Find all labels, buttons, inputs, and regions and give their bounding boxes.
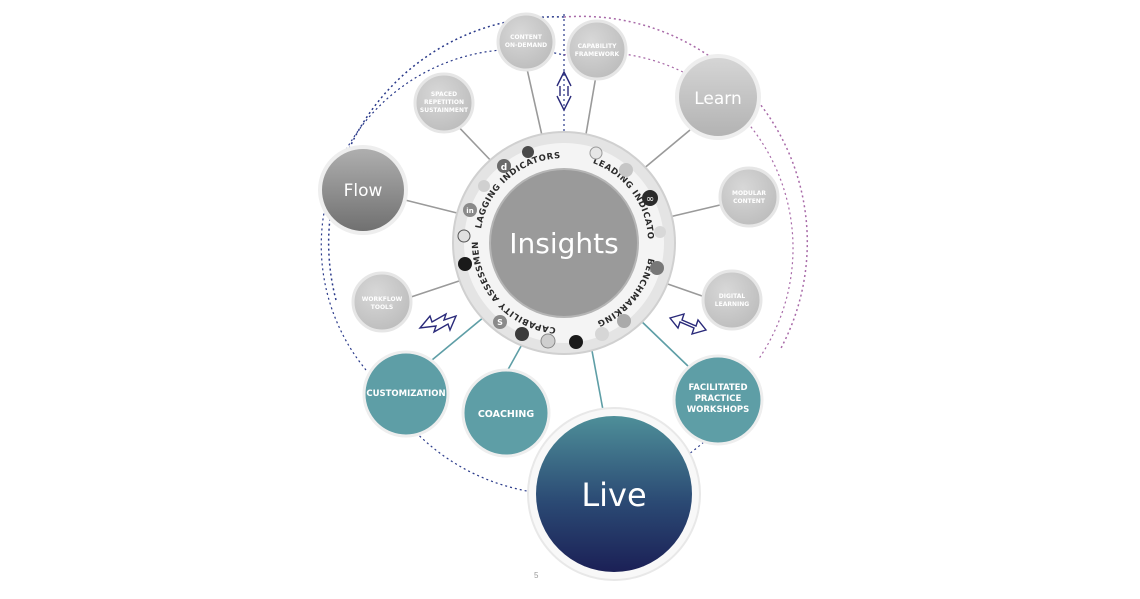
svg-text:S: S bbox=[497, 318, 503, 327]
ring-icons: d in S ∞ bbox=[457, 146, 666, 349]
svg-text:CONTENT: CONTENT bbox=[733, 198, 766, 205]
chat-icon bbox=[540, 333, 556, 349]
svg-text:WORKSHOPS: WORKSHOPS bbox=[687, 405, 750, 415]
insights-label: Insights bbox=[509, 227, 618, 260]
svg-text:MODULAR: MODULAR bbox=[732, 190, 766, 197]
svg-text:COACHING: COACHING bbox=[478, 409, 535, 420]
spaced-repetition-node: SPACED REPETITION SUSTAINMENT bbox=[413, 72, 475, 134]
infinity-icon bbox=[642, 190, 658, 206]
svg-text:DIGITAL: DIGITAL bbox=[719, 293, 746, 300]
inner-orbit-left bbox=[320, 48, 565, 371]
page-number: 5 bbox=[534, 571, 539, 580]
svg-text:in: in bbox=[466, 207, 473, 215]
insights-core bbox=[489, 168, 639, 318]
svg-text:TOOLS: TOOLS bbox=[371, 304, 393, 311]
svg-text:PRACTICE: PRACTICE bbox=[695, 394, 742, 404]
learn-node: Learn bbox=[675, 54, 761, 140]
content-on-demand-node: CONTENT ON-DEMAND bbox=[496, 12, 556, 72]
flow-node: Flow bbox=[318, 145, 408, 235]
live-node: Live bbox=[527, 407, 701, 581]
svg-text:WORKFLOW: WORKFLOW bbox=[362, 296, 403, 303]
gear-icon bbox=[457, 229, 471, 243]
coaching-node: COACHING bbox=[461, 368, 551, 458]
svg-text:SUSTAINMENT: SUSTAINMENT bbox=[420, 107, 469, 114]
svg-text:CUSTOMIZATION: CUSTOMIZATION bbox=[366, 389, 445, 399]
pie-icon bbox=[595, 327, 609, 341]
outer-orbit-right bbox=[563, 15, 809, 351]
swirl-icon bbox=[617, 314, 631, 328]
svg-text:FRAMEWORK: FRAMEWORK bbox=[575, 51, 620, 58]
page-icon bbox=[654, 226, 666, 238]
svg-text:REPETITION: REPETITION bbox=[424, 99, 464, 106]
app-icon bbox=[522, 146, 534, 158]
arrow-logo-icon bbox=[569, 335, 583, 349]
smiley-icon bbox=[619, 163, 633, 177]
logo-icon bbox=[478, 180, 490, 192]
double-arrows bbox=[418, 70, 708, 336]
svg-text:∞: ∞ bbox=[646, 194, 654, 205]
svg-text:Live: Live bbox=[581, 476, 646, 514]
linkedin-icon bbox=[463, 203, 477, 217]
modular-content-node: MODULAR CONTENT bbox=[718, 166, 780, 228]
inner-orbit-right bbox=[563, 51, 794, 361]
digital-learning-node: DIGITAL LEARNING bbox=[701, 269, 763, 331]
s-icon bbox=[493, 315, 507, 329]
customization-node: CUSTOMIZATION bbox=[362, 350, 450, 438]
d-icon bbox=[497, 159, 511, 173]
svg-text:Learn: Learn bbox=[694, 89, 742, 109]
outer-orbit-left bbox=[327, 16, 565, 301]
workflow-tools-node: WORKFLOW TOOLS bbox=[351, 271, 413, 333]
double-arrow-right-icon bbox=[668, 312, 708, 336]
facilitated-practice-workshops-node: FACILITATED PRACTICE WORKSHOPS bbox=[672, 354, 764, 446]
spiral-icon bbox=[650, 261, 664, 275]
svg-text:Flow: Flow bbox=[344, 181, 383, 201]
svg-text:SPACED: SPACED bbox=[431, 91, 457, 98]
double-arrow-top-icon bbox=[556, 70, 572, 112]
circle-logo-icon bbox=[515, 327, 529, 341]
svg-text:CAPABILITY: CAPABILITY bbox=[578, 43, 617, 50]
double-arrow-left-icon bbox=[418, 312, 458, 334]
capability-framework-node: CAPABILITY FRAMEWORK bbox=[566, 19, 628, 81]
svg-text:d: d bbox=[501, 163, 507, 173]
svg-text:LEARNING: LEARNING bbox=[715, 301, 749, 308]
svg-text:CONTENT: CONTENT bbox=[510, 34, 543, 41]
mark-icon bbox=[589, 146, 603, 160]
svg-text:FACILITATED: FACILITATED bbox=[688, 383, 747, 393]
svg-text:ON-DEMAND: ON-DEMAND bbox=[505, 42, 547, 49]
play-icon bbox=[458, 257, 472, 271]
